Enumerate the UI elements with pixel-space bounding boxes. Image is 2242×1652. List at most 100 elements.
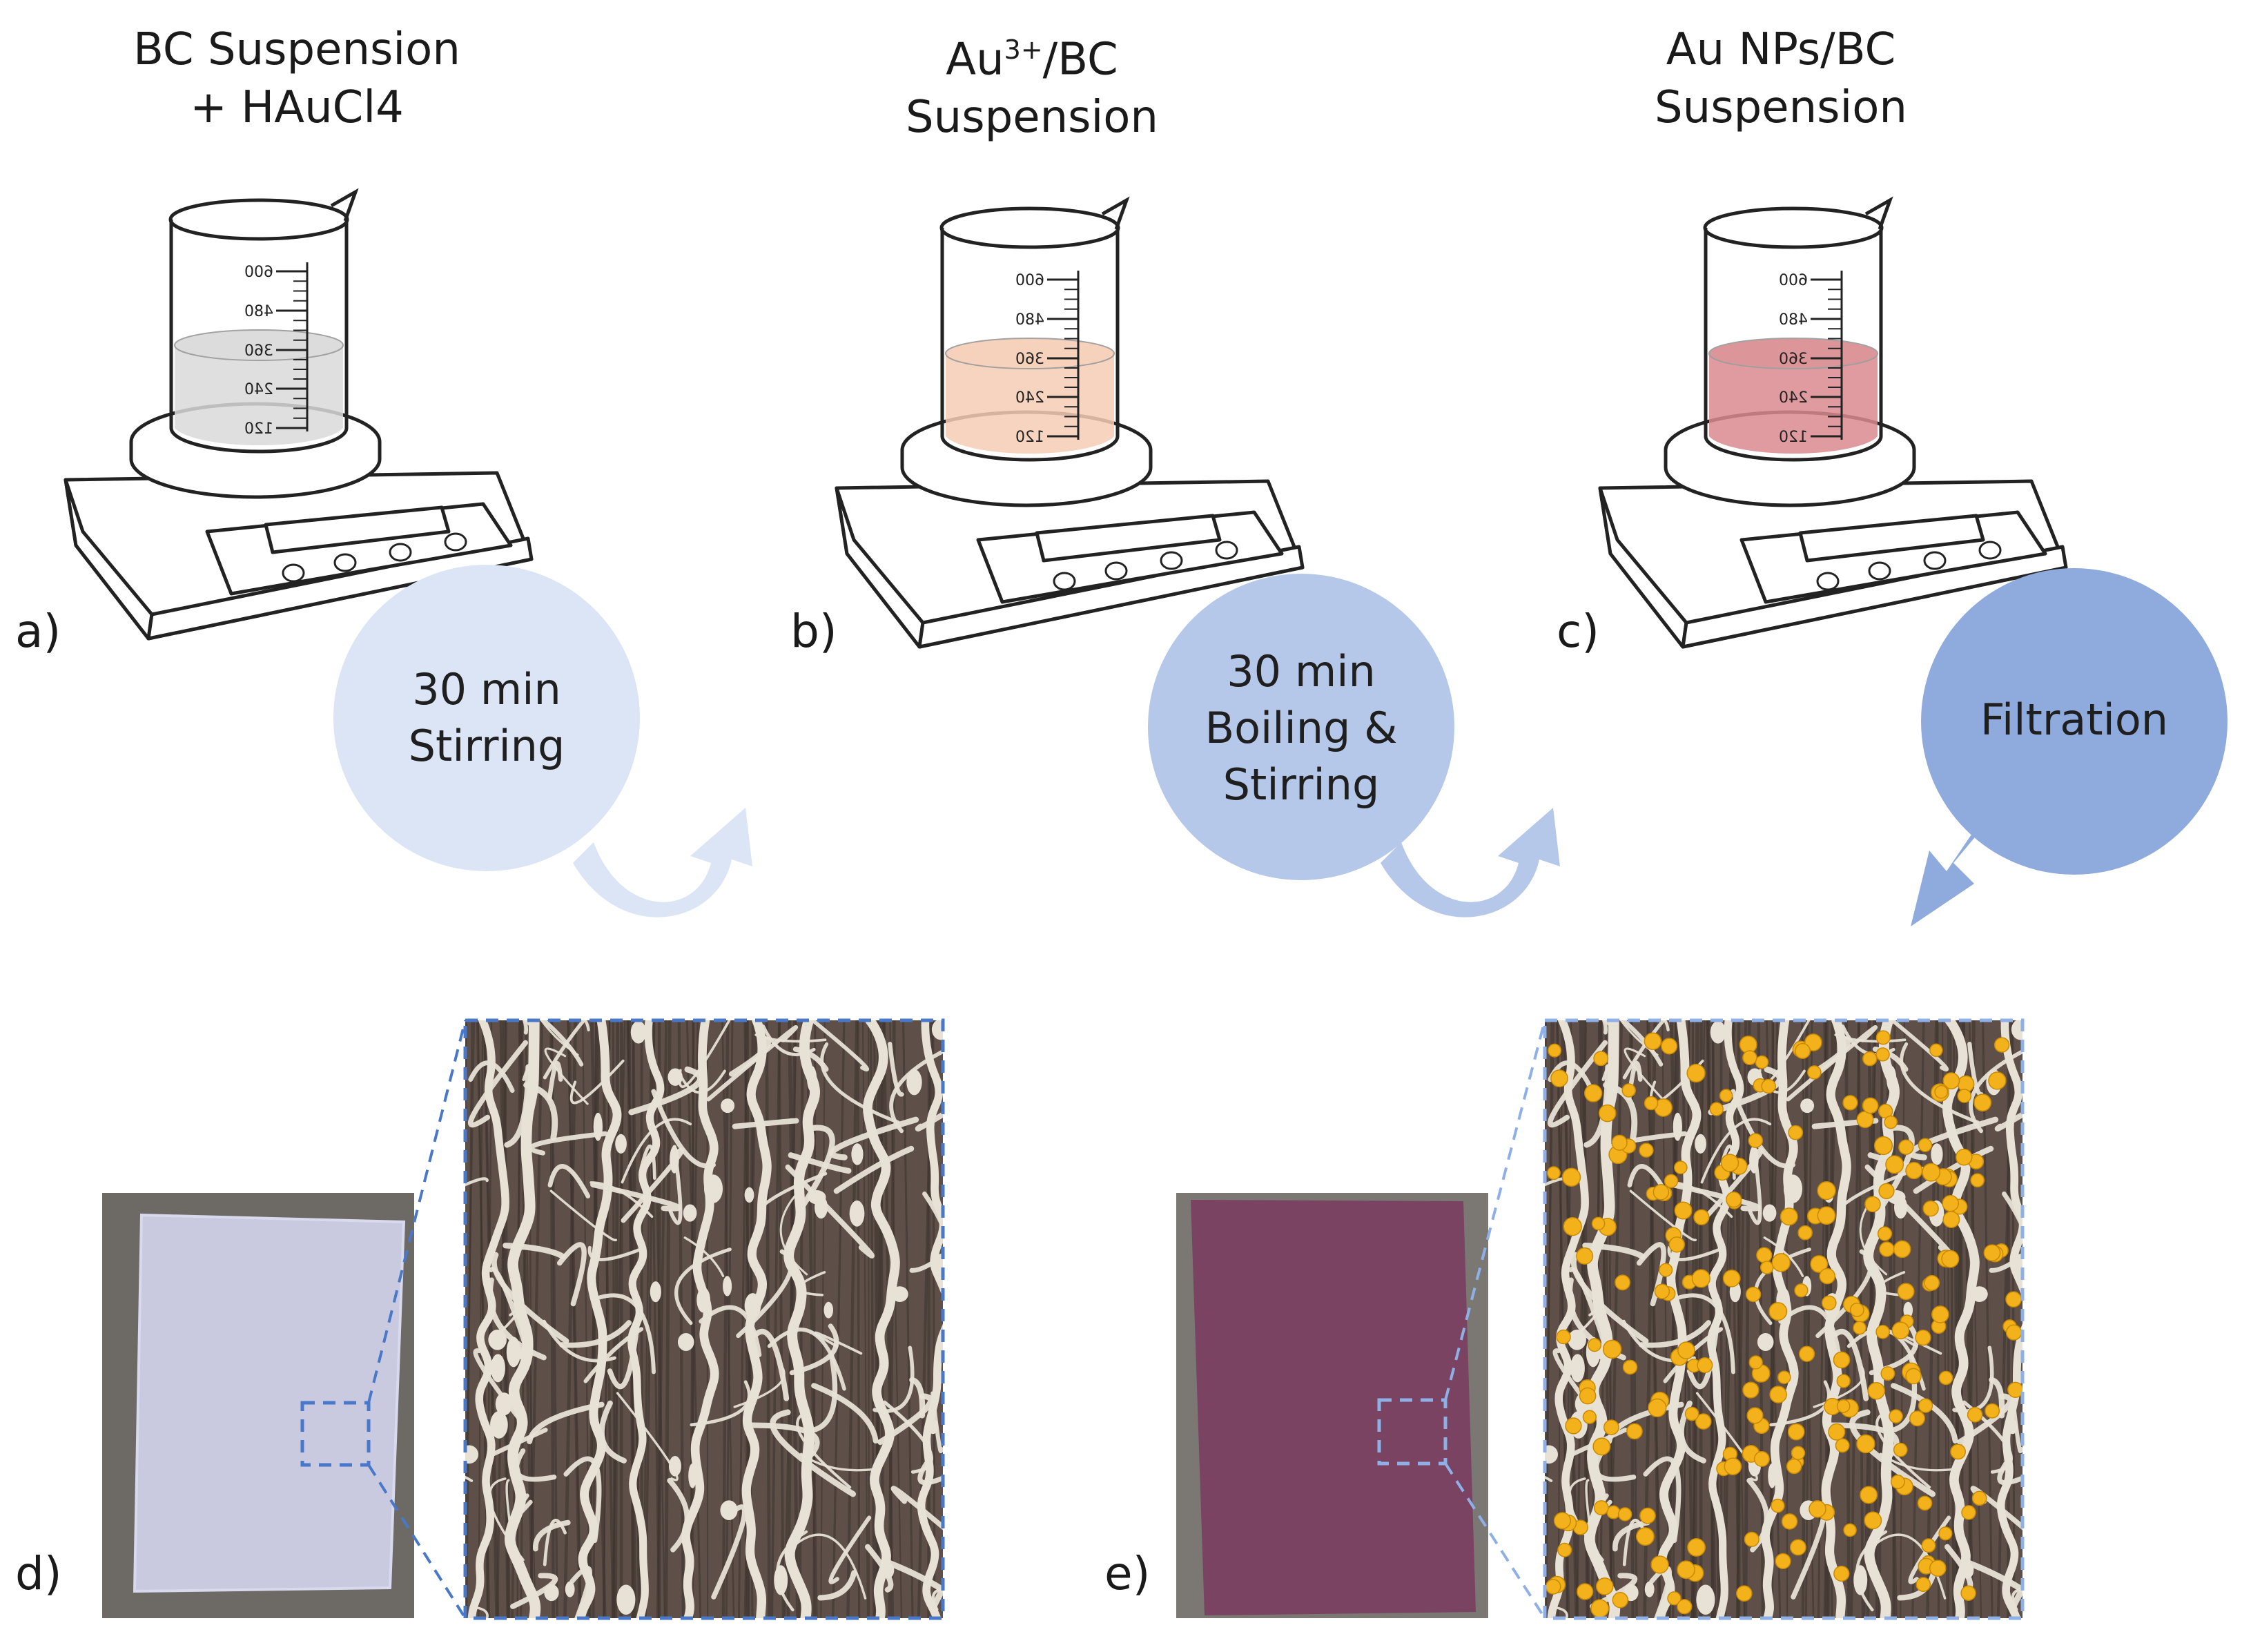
process-1-line2: Stirring [408,721,565,771]
gold-np-191 [1674,1160,1688,1175]
node-d-31 [630,1020,647,1044]
branch-d-62 [745,1422,820,1458]
node-e-36 [1644,1581,1655,1597]
node-d-22 [650,1281,661,1303]
branch-e-51 [2010,1584,2022,1610]
circle-3 [1921,568,2228,875]
step-c-title-line2: Suspension [1655,82,1907,133]
process-label-boiling: 30 min Boiling & Stirring [1163,643,1439,813]
texture-d-12 [765,1020,771,1618]
texture-d-3 [563,1020,578,1618]
gold-np-89 [1917,1495,1933,1511]
branch-d-2 [767,1328,846,1391]
node-d-32 [720,1500,738,1520]
scale-label-b-4: 120 [1015,429,1044,446]
stirrer-front-b [917,545,1305,649]
gold-np-188 [1668,1236,1685,1253]
gold-np-219 [1809,1500,1826,1518]
gold-np-59 [1636,1527,1655,1546]
branch-e-72 [1889,1020,1949,1072]
branch-e-12 [1547,1040,1608,1128]
gold-np-169 [1650,1555,1669,1574]
branch-d-10 [770,1409,857,1497]
branch-e-103 [1601,1058,1614,1082]
gold-np-181 [1545,1579,1561,1595]
gold-np-20 [1798,1345,1815,1362]
branch-d-102 [543,1518,567,1566]
texture-e-89 [1690,1020,1706,1618]
gold-np-193 [1746,1407,1764,1424]
branch-d-77 [556,1242,587,1307]
branch-d-78 [607,1301,643,1390]
node-e-39 [2012,1253,2022,1280]
arrow-2 [1381,808,1560,917]
branch-e-10 [1849,1409,1936,1497]
branch-e-7 [1585,1479,1592,1536]
process-circle-filtration [1911,568,2228,926]
gold-np-142 [1905,1162,1923,1180]
gold-np-159 [1546,1166,1561,1180]
scale-label-a-1: 480 [244,303,273,320]
branch-e-99 [1900,1042,1980,1125]
texture-e-81 [1682,1020,1690,1618]
branch-d-86 [931,1588,943,1611]
node-d-35 [744,1293,761,1319]
beaker-rim-b [939,206,1120,249]
branch-d-109 [549,1189,617,1242]
gold-np-197 [1884,1115,1898,1129]
gold-np-68 [1938,1370,1953,1386]
plate-rim-c [1664,450,1916,507]
beaker-spout-b [1101,196,1130,230]
gold-np-15 [1745,1286,1762,1303]
gold-np-125 [1905,1368,1922,1385]
gold-np-226 [1970,1173,1985,1188]
gold-np-172 [1639,1507,1656,1524]
gold-np-98 [1582,1410,1597,1424]
branch-e-81 [1778,1305,1842,1357]
node-d-12 [774,1565,788,1595]
gold-np-228 [1955,1148,1973,1166]
gold-np-158 [1677,1341,1695,1359]
knob-b-3 [1215,541,1238,560]
gold-np-229 [1890,1475,1905,1489]
gold-np-175 [1849,1302,1864,1317]
step-b-bc: /BC [1042,34,1118,86]
gold-np-153 [1862,1097,1879,1114]
gold-np-154 [1915,1329,1931,1346]
node-d-29 [891,1286,908,1302]
gold-np-173 [1736,1585,1753,1602]
step-a-title: BC Suspension + HAuCl4 [104,21,490,137]
gold-np-77 [1921,1538,1936,1553]
branch-d-50 [559,1320,632,1348]
beaker-body-c [1704,228,1883,462]
branch-e-58 [1957,1393,2014,1446]
node-d-38 [807,1065,817,1092]
gold-np-92 [2007,1381,2022,1398]
branch-d-24 [807,1353,838,1434]
gold-np-185 [1885,1155,1904,1174]
branch-d-67 [540,1020,579,1056]
gold-np-166 [1768,1302,1788,1321]
branch-d-49 [510,1573,558,1609]
process-2-line2: Boiling & [1205,703,1398,753]
gold-np-131 [1615,1274,1631,1291]
node-d-27 [931,1020,943,1040]
gold-np-225 [1994,1037,2010,1053]
node-e-9 [1800,1098,1815,1114]
gold-np-130 [1742,1381,1760,1399]
liquid-surface-c [1708,338,1878,369]
node-e-2 [1757,1332,1774,1351]
node-e-12 [1853,1565,1868,1595]
fiber-zoom-e [1543,1018,2025,1620]
step-b-title-line1: Au3+/BC [839,21,1225,88]
node-e-19 [1696,1584,1715,1615]
gold-np-139 [1938,1526,1953,1541]
liquid-a [175,345,343,446]
gold-np-46 [1833,1565,1850,1582]
texture-d-32 [832,1020,846,1618]
knob-a-2 [389,543,412,562]
step-c-title-line1: Au NPs/BC [1666,24,1896,75]
texture-e-64 [1801,1020,1809,1618]
branch-d-14 [488,1477,525,1562]
beaker-rim-c [1703,206,1884,249]
